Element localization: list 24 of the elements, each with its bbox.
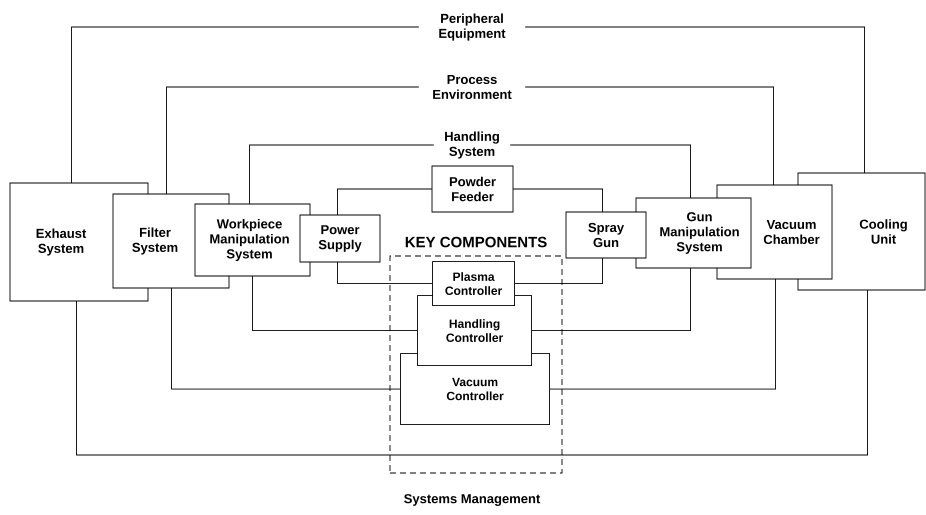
- component-box: Powder Feeder: [432, 166, 514, 212]
- connector-line: [252, 276, 418, 331]
- connector-line: [532, 268, 691, 331]
- group-label: Handling System: [445, 131, 499, 159]
- component-box: Spray Gun: [566, 212, 646, 258]
- connector-line: [337, 188, 432, 215]
- connector-line: [550, 279, 776, 390]
- connector-line: [76, 290, 868, 456]
- group-label: Process Environment: [433, 74, 512, 100]
- connector-line: [514, 258, 603, 284]
- connector-line: [249, 144, 434, 204]
- connector-line: [171, 288, 401, 390]
- group-label: Peripheral Equipment: [439, 13, 506, 41]
- node-label: KEY COMPONENTS: [406, 236, 547, 248]
- connector-line: [524, 86, 774, 185]
- footer-label: Systems Management: [404, 494, 540, 506]
- component-box: Plasma Controller: [432, 261, 515, 306]
- connector-line: [513, 188, 603, 212]
- connector-line: [510, 144, 691, 198]
- connector-line: [524, 26, 865, 173]
- connector-line: [166, 86, 420, 194]
- connector-line: [337, 262, 433, 284]
- component-box: Power Supply: [300, 214, 380, 262]
- connector-line: [71, 26, 420, 183]
